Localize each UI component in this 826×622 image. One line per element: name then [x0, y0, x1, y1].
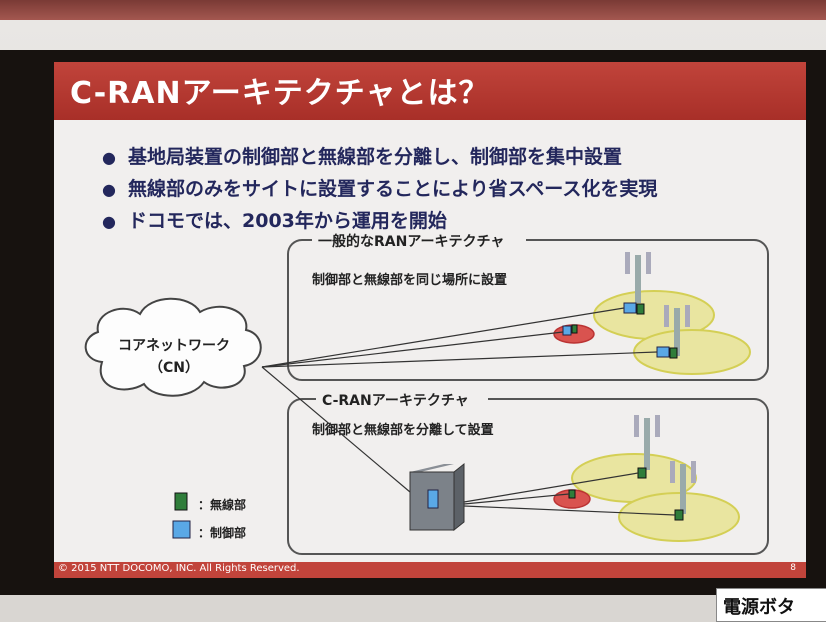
panel-bottom-title: C-RANアーキテクチャ — [322, 393, 469, 409]
panel-top-title: 一般的なRANアーキテクチャ — [318, 233, 504, 250]
radio-unit-icon — [670, 348, 677, 358]
radio-unit-icon — [569, 490, 575, 498]
power-button-label-text: 電源ボタ — [723, 593, 795, 619]
radio-unit-icon — [638, 468, 646, 478]
control-unit-icon — [563, 326, 571, 335]
wall-background — [0, 0, 826, 22]
control-unit-icon — [170, 518, 194, 542]
radio-unit-icon — [675, 510, 683, 520]
cloud-label-line2: （CN） — [149, 360, 199, 376]
radio-unit-icon — [170, 490, 194, 514]
cloud-label-line1: コアネットワーク — [118, 338, 230, 354]
slide-footer: © 2015 NTT DOCOMO, INC. All Rights Reser… — [54, 562, 806, 578]
legend-radio-label: ：無線部 — [198, 496, 246, 513]
radio-unit-icon — [572, 325, 577, 333]
copyright-text: © 2015 NTT DOCOMO, INC. All Rights Reser… — [58, 563, 300, 574]
panel-bottom-description: 制御部と無線部を分離して設置 — [312, 422, 494, 438]
radio-unit-icon — [637, 304, 644, 314]
control-unit-icon — [657, 347, 669, 357]
panel-top-description: 制御部と無線部を同じ場所に設置 — [312, 272, 507, 288]
presentation-slide: C-RANアーキテクチャとは？ 基地局装置の制御部と無線部を分離し、制御部を集中… — [54, 62, 806, 578]
central-office-icon — [410, 464, 464, 530]
legend-control-label: ：制御部 — [198, 524, 246, 541]
control-unit-icon — [428, 490, 438, 508]
page-number: 8 — [790, 563, 796, 573]
architecture-diagram: 一般的なRANアーキテクチャ C-RANアーキテクチャ 制御部と無線部を同じ場所… — [54, 62, 806, 562]
control-unit-icon — [624, 303, 636, 313]
power-button-label: 電源ボタ — [716, 588, 826, 622]
